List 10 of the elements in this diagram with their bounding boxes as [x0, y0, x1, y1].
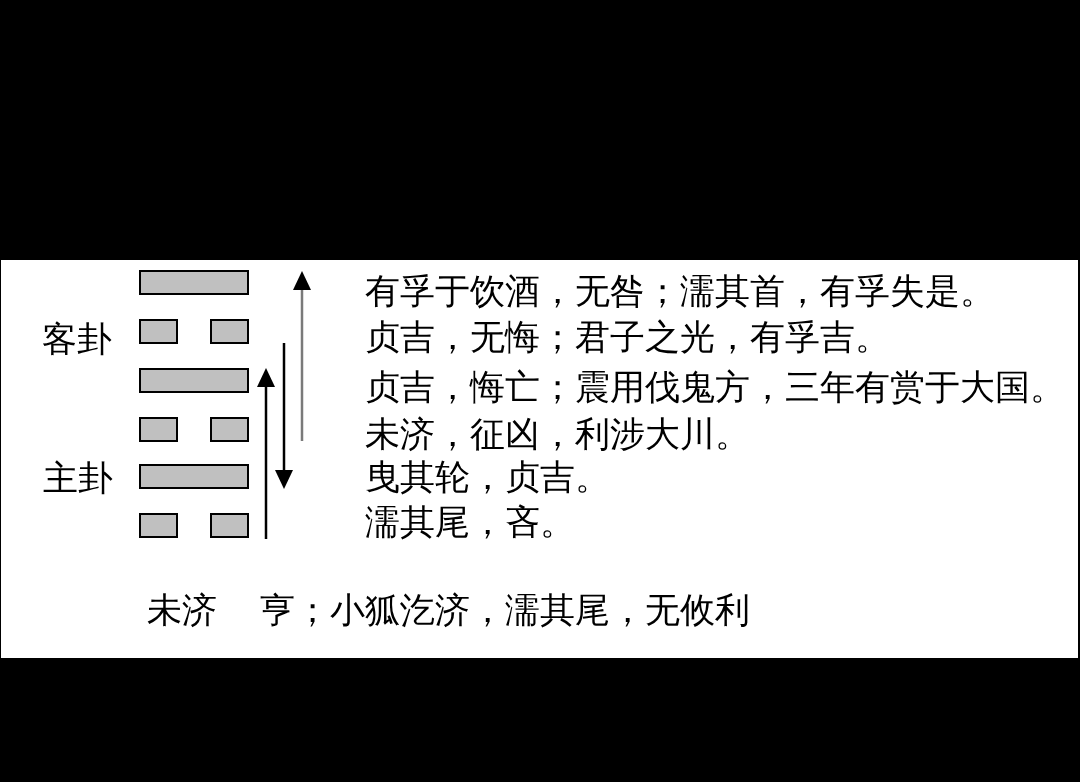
- line-text: 贞吉，悔亡；震用伐鬼方，三年有赏于大国。: [365, 369, 1065, 405]
- line-text: 曳其轮，贞吉。: [365, 459, 610, 495]
- trigram-label: 客卦: [42, 321, 112, 357]
- hexagram-name: 未济: [147, 592, 217, 628]
- line-text: 有孚于饮酒，无咎；濡其首，有孚失是。: [365, 273, 995, 309]
- trigram-label: 主卦: [43, 460, 113, 496]
- line-text: 贞吉，无悔；君子之光，有孚吉。: [365, 319, 890, 355]
- judgment-text: 亨；小狐汔济，濡其尾，无攸利: [260, 592, 750, 628]
- line-text: 濡其尾，吝。: [365, 504, 575, 540]
- line-text: 未济，征凶，利涉大川。: [365, 416, 750, 452]
